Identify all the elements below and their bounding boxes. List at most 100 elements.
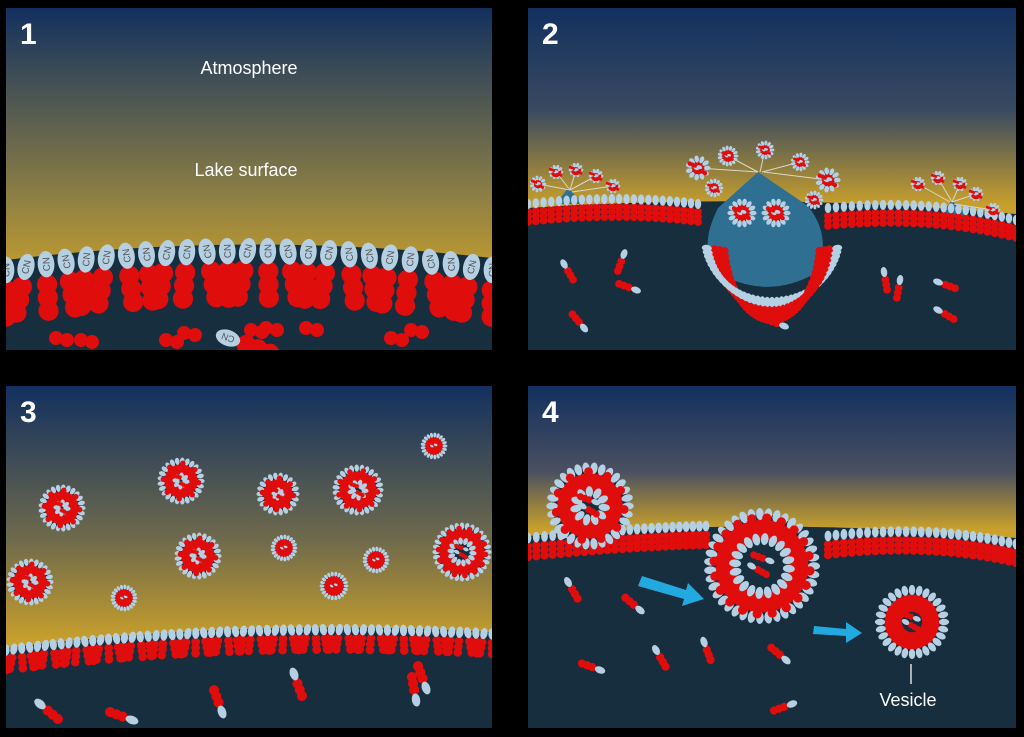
- amphiphile-molecule: [92, 634, 105, 664]
- amphiphile-molecule: [468, 555, 485, 568]
- amphiphile-molecule: CN: [451, 253, 481, 323]
- amphiphile-molecule: [208, 685, 227, 719]
- amphiphile-molecule: [651, 645, 670, 671]
- amphiphile-molecule: CN: [422, 248, 450, 318]
- vesicle-icon: [910, 176, 926, 192]
- vesicle-icon: [761, 198, 791, 228]
- amphiphile-molecule: [439, 536, 456, 549]
- amphiphile-molecule: CN: [340, 241, 365, 311]
- amphiphile-molecule: [775, 525, 799, 551]
- amphiphile-molecule: [1012, 214, 1016, 242]
- amphiphile-molecule: [179, 628, 192, 658]
- amphiphile-molecule: [600, 193, 609, 222]
- vesicle-icon: [529, 175, 547, 193]
- amphiphile-molecule: [13, 582, 30, 596]
- atmosphere-label: Atmosphere: [200, 58, 298, 78]
- amphiphile-molecule: [34, 698, 63, 725]
- amphiphile-molecule: [892, 274, 904, 302]
- amphiphile-molecule: [311, 623, 322, 655]
- amphiphile-molecule: [731, 206, 747, 214]
- amphiphile-molecule: [817, 173, 833, 182]
- amphiphile-molecule: [174, 478, 189, 489]
- amphiphile-molecule: [658, 195, 667, 223]
- head-label: CN: [446, 257, 458, 272]
- amphiphile-molecule: [597, 486, 626, 504]
- monolayer: [6, 623, 492, 675]
- vesicle-icon: [874, 584, 950, 660]
- amphiphile-molecule: [442, 556, 458, 572]
- vesicle-icon: [952, 176, 968, 192]
- amphiphile-molecule: [435, 546, 455, 554]
- amphiphile-molecule: [469, 550, 489, 558]
- amphiphile-molecule: [758, 145, 768, 151]
- amphiphile-molecule: CN: [310, 240, 338, 310]
- amphiphile-molecule: [990, 208, 1000, 215]
- amphiphile-molecule: [701, 520, 711, 550]
- amphiphile-molecule: [468, 541, 488, 551]
- amphiphile-molecule: [585, 194, 594, 222]
- vesicle-icon: [319, 571, 349, 601]
- panel-3-scene: [6, 386, 492, 728]
- free-tail: [259, 321, 284, 337]
- amphiphile-molecule: [939, 202, 948, 230]
- amphiphile-molecule: [399, 624, 409, 655]
- amphiphile-molecule: [531, 198, 540, 226]
- panel-number: 2: [542, 18, 559, 51]
- amphiphile-molecule: [456, 525, 463, 545]
- free-amphiphiles: [563, 577, 798, 715]
- amphiphile-molecule: [562, 195, 571, 223]
- panel-2: 2: [528, 8, 1016, 350]
- amphiphile-molecule: [30, 568, 47, 582]
- lake-surface-label: Lake surface: [194, 160, 298, 180]
- amphiphile-molecule: [350, 487, 365, 498]
- amphiphile-molecule: [782, 564, 815, 576]
- amphiphile-molecule: [997, 535, 1006, 565]
- vesicle-icon: [804, 190, 824, 210]
- amphiphile-molecule: [590, 513, 606, 543]
- amphiphile-molecule: [329, 584, 339, 591]
- amphiphile-molecule: [924, 201, 933, 229]
- amphiphile-molecule: [267, 624, 280, 655]
- amphiphile-molecule: [879, 199, 887, 227]
- vesicle-icon: [546, 462, 634, 550]
- amphiphile-molecule: CN: [37, 251, 59, 321]
- vesicle-icon: [256, 472, 300, 516]
- amphiphile-molecule: [372, 558, 382, 565]
- amphiphile-molecule: [466, 532, 482, 548]
- amphiphile-molecule: [49, 638, 61, 669]
- amphiphile-molecule: [725, 581, 749, 607]
- amphiphile-molecule: [832, 202, 840, 230]
- amphiphile-molecule: [289, 667, 308, 701]
- head-label: CN: [20, 259, 34, 275]
- amphiphile-molecule: [540, 530, 549, 560]
- head-label: CN: [6, 263, 13, 277]
- amphiphile-molecule: [855, 527, 864, 557]
- amphiphile-molecule: [675, 521, 684, 551]
- amphiphile-molecule: [531, 179, 541, 185]
- amphiphile-molecule: [532, 531, 541, 561]
- arrow-icon: [813, 622, 862, 643]
- lake-water: [528, 526, 1016, 728]
- amphiphile-molecule: [680, 197, 688, 225]
- head-label: CN: [81, 252, 93, 267]
- amphiphile-molecule: [863, 527, 872, 556]
- amphiphile-molecule: [763, 586, 777, 618]
- amphiphile-molecule: [782, 551, 814, 565]
- head-label: CN: [101, 250, 114, 266]
- amphiphile-molecule: [769, 700, 798, 715]
- vesicle-label: Vesicle: [879, 690, 937, 710]
- amphiphile-molecule: [961, 529, 970, 559]
- amphiphile-molecule: [622, 193, 631, 222]
- amphiphile-molecule: [807, 195, 817, 201]
- amphiphile-molecule: [577, 514, 591, 544]
- amphiphile-molecule: [598, 503, 629, 514]
- amphiphile-molecule: [840, 201, 848, 229]
- free-amphiphiles: [560, 249, 959, 333]
- head-label: CN: [364, 248, 377, 263]
- amphiphile-molecule: [625, 524, 635, 553]
- amphiphile-molecule: [603, 494, 633, 507]
- head-label: CN: [220, 331, 236, 345]
- monolayer: [528, 193, 1016, 242]
- amphiphile-molecule: [990, 534, 999, 563]
- head-label: CN: [60, 254, 73, 270]
